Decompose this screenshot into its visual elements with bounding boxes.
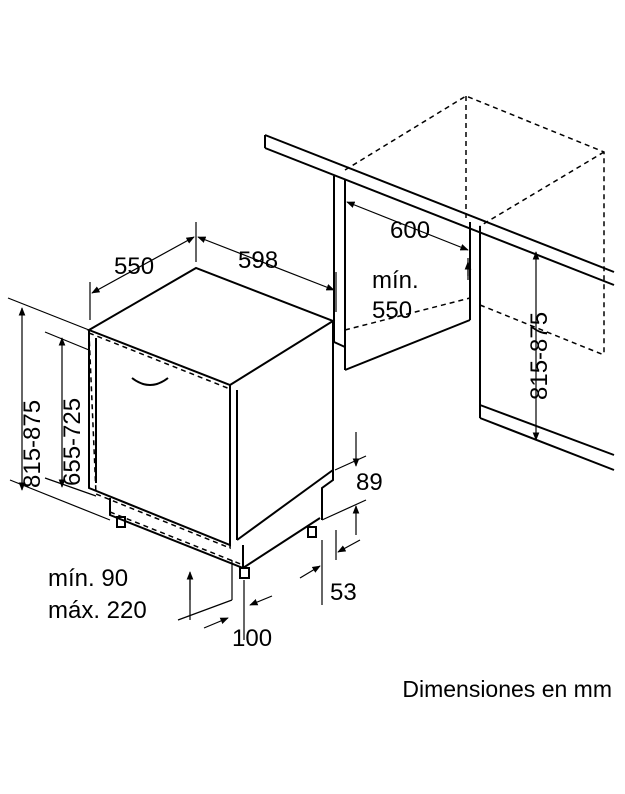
dim-line-appliance-width <box>197 236 337 312</box>
dim-line-appliance-depth <box>89 222 197 320</box>
label-door-clearance: 100 <box>232 625 272 652</box>
dim-line-niche-width <box>346 201 469 251</box>
label-niche-height: 815-875 <box>526 312 553 400</box>
label-niche-width: 600 <box>390 217 430 244</box>
label-plinth-height: 89 <box>356 469 383 496</box>
label-toe-kick-min: mín. 90 <box>48 565 128 592</box>
caption-units: Dimensiones en mm <box>402 676 612 702</box>
label-appliance-width: 598 <box>238 247 278 274</box>
dim-line-plinth-setback <box>299 530 361 605</box>
label-toe-kick-max: máx. 220 <box>48 597 147 624</box>
label-appliance-height-body: 655-725 <box>59 398 86 486</box>
dim-line-appliance-height-total <box>7 297 111 521</box>
dim-line-door-clearance <box>203 580 273 640</box>
dishwasher-outline <box>86 266 336 579</box>
label-appliance-height-total: 815-875 <box>19 400 46 488</box>
dim-line-appliance-height-body <box>44 331 97 497</box>
door-handle <box>131 377 169 386</box>
label-niche-min-depth: 550 <box>372 297 412 324</box>
label-appliance-depth: 550 <box>114 253 154 280</box>
dim-line-plinth-height <box>321 432 367 535</box>
label-niche-min: mín. <box>372 267 419 294</box>
label-plinth-setback: 53 <box>330 579 357 606</box>
dim-line-toe-kick <box>177 560 233 621</box>
